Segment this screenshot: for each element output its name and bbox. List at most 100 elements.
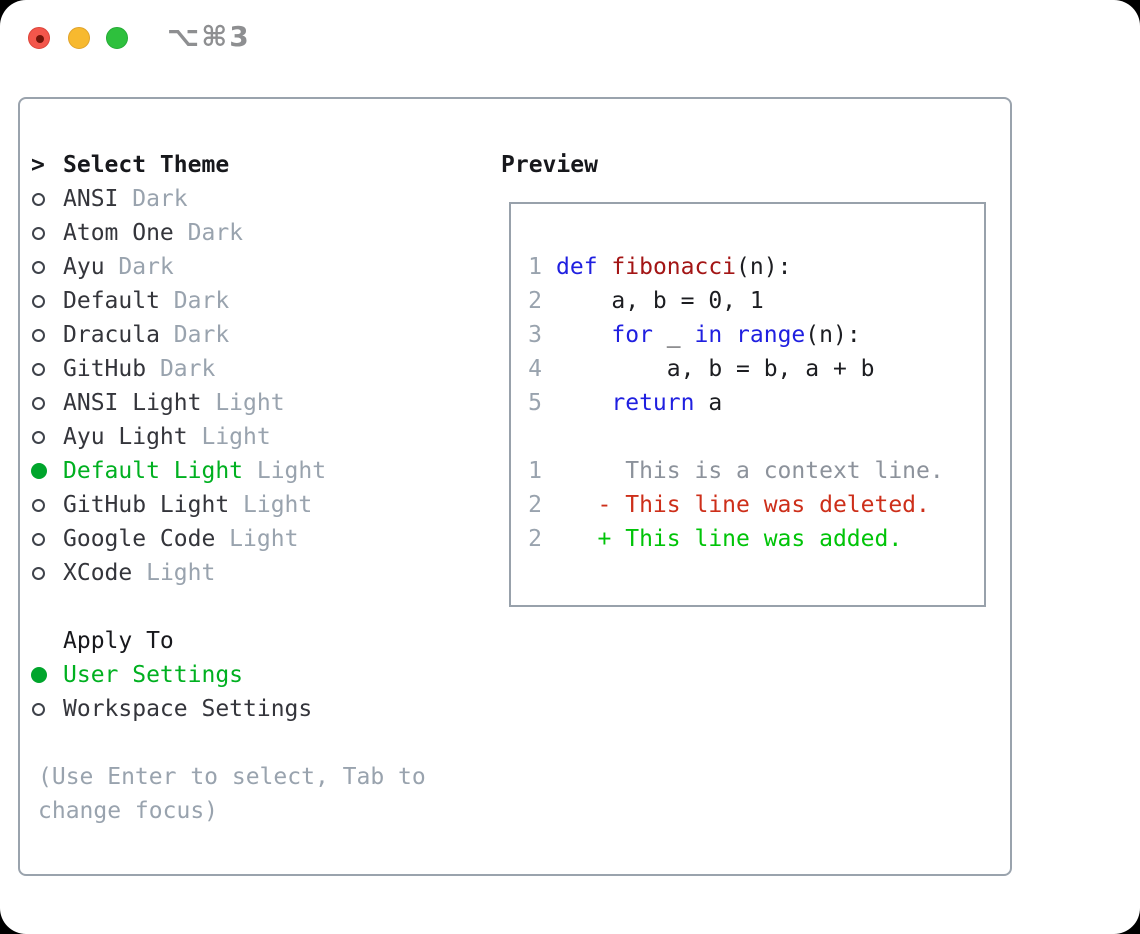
- line-number: 2: [528, 288, 542, 314]
- radio-unselected-icon[interactable]: [32, 260, 45, 274]
- marker-column: [31, 532, 63, 546]
- code-token: + This line was added.: [556, 526, 903, 552]
- code-token: return: [611, 390, 695, 416]
- code-token: This is a context line.: [556, 458, 944, 484]
- spacer: [31, 590, 491, 624]
- radio-unselected-icon[interactable]: [32, 532, 45, 546]
- theme-option[interactable]: Ayu Dark: [31, 250, 491, 284]
- theme-option[interactable]: XCode Light: [31, 556, 491, 590]
- theme-option[interactable]: GitHub Light Light: [31, 488, 491, 522]
- zoom-button[interactable]: [106, 27, 128, 49]
- code-line: 2 + This line was added.: [528, 522, 984, 556]
- theme-option[interactable]: Dracula Dark: [31, 318, 491, 352]
- theme-option[interactable]: Default Dark: [31, 284, 491, 318]
- line-number: 4: [528, 356, 542, 382]
- radio-selected-icon[interactable]: [31, 463, 47, 479]
- code-token: a, b = 0, 1: [556, 288, 764, 314]
- radio-unselected-icon[interactable]: [32, 430, 45, 444]
- marker-column: [31, 667, 63, 683]
- radio-unselected-icon[interactable]: [32, 396, 45, 410]
- apply-to-title: Apply To: [63, 628, 174, 654]
- marker-column: [31, 396, 63, 410]
- radio-selected-icon[interactable]: [31, 667, 47, 683]
- radio-unselected-icon[interactable]: [32, 294, 45, 308]
- code-token: fibonacci: [611, 254, 737, 280]
- marker-column: [31, 566, 63, 580]
- theme-variant: Light: [229, 492, 313, 518]
- theme-variant: Dark: [159, 288, 230, 314]
- theme-name: Default: [63, 288, 160, 314]
- code-token: a: [694, 390, 723, 416]
- radio-unselected-icon[interactable]: [32, 702, 45, 716]
- code-line: [528, 420, 984, 454]
- code-token: (n):: [736, 254, 792, 280]
- code-token: def: [556, 254, 598, 280]
- apply-option[interactable]: Workspace Settings: [31, 692, 491, 726]
- code-line: 3 for _ in range(n):: [528, 318, 984, 352]
- marker-column: [31, 328, 63, 342]
- line-number: 1: [528, 254, 542, 280]
- radio-unselected-icon[interactable]: [32, 192, 45, 206]
- window-title: ⌥⌘3: [167, 20, 251, 53]
- apply-option-label: User Settings: [63, 662, 244, 688]
- theme-name: Dracula: [63, 322, 160, 348]
- code-token: in: [694, 322, 723, 348]
- radio-unselected-icon[interactable]: [32, 566, 45, 580]
- radio-unselected-icon[interactable]: [32, 498, 45, 512]
- theme-name: XCode: [63, 560, 133, 586]
- apply-to-header-row: Apply To: [31, 624, 491, 658]
- code-token: [556, 322, 611, 348]
- code-token: range: [736, 322, 806, 348]
- radio-unselected-icon[interactable]: [32, 362, 45, 376]
- theme-option[interactable]: GitHub Dark: [31, 352, 491, 386]
- code-token: - This line was deleted.: [556, 492, 930, 518]
- marker-column: [31, 702, 63, 716]
- marker-column: [31, 294, 63, 308]
- theme-list-header: > Select Theme: [31, 148, 491, 182]
- line-number: 5: [528, 390, 542, 416]
- titlebar: ⌥⌘3: [0, 0, 1140, 76]
- radio-unselected-icon[interactable]: [32, 328, 45, 342]
- line-number: 1: [528, 458, 542, 484]
- theme-variant: Light: [243, 458, 327, 484]
- main-panel: [18, 97, 1012, 876]
- code-token: [556, 390, 611, 416]
- code-line: 2 - This line was deleted.: [528, 488, 984, 522]
- theme-option[interactable]: ANSI Dark: [31, 182, 491, 216]
- theme-option[interactable]: ANSI Light Light: [31, 386, 491, 420]
- code-line: 4 a, b = b, a + b: [528, 352, 984, 386]
- marker-column: [31, 498, 63, 512]
- code-token: [722, 322, 736, 348]
- code-token: for: [611, 322, 653, 348]
- theme-variant: Light: [187, 424, 271, 450]
- minimize-button[interactable]: [68, 27, 90, 49]
- theme-name: Ayu: [63, 254, 105, 280]
- theme-variant: Dark: [159, 322, 230, 348]
- theme-variant: Light: [201, 390, 285, 416]
- apply-option[interactable]: User Settings: [31, 658, 491, 692]
- theme-variant: Light: [215, 526, 299, 552]
- code-line: 2 a, b = 0, 1: [528, 284, 984, 318]
- theme-option[interactable]: Atom One Dark: [31, 216, 491, 250]
- theme-variant: Dark: [146, 356, 216, 382]
- theme-variant: Dark: [118, 186, 188, 212]
- line-number: 2: [528, 526, 542, 552]
- theme-variant: Dark: [173, 220, 244, 246]
- marker-column: [31, 260, 63, 274]
- theme-name: Atom One: [63, 220, 174, 246]
- marker-column: [31, 463, 63, 479]
- theme-option[interactable]: Google Code Light: [31, 522, 491, 556]
- code-token: [598, 254, 612, 280]
- cursor-icon: >: [31, 152, 45, 178]
- radio-unselected-icon[interactable]: [32, 226, 45, 240]
- theme-variant: Light: [132, 560, 216, 586]
- close-button[interactable]: [28, 27, 50, 49]
- apply-option-label: Workspace Settings: [63, 696, 313, 722]
- theme-option[interactable]: Default Light Light: [31, 454, 491, 488]
- theme-option[interactable]: Ayu Light Light: [31, 420, 491, 454]
